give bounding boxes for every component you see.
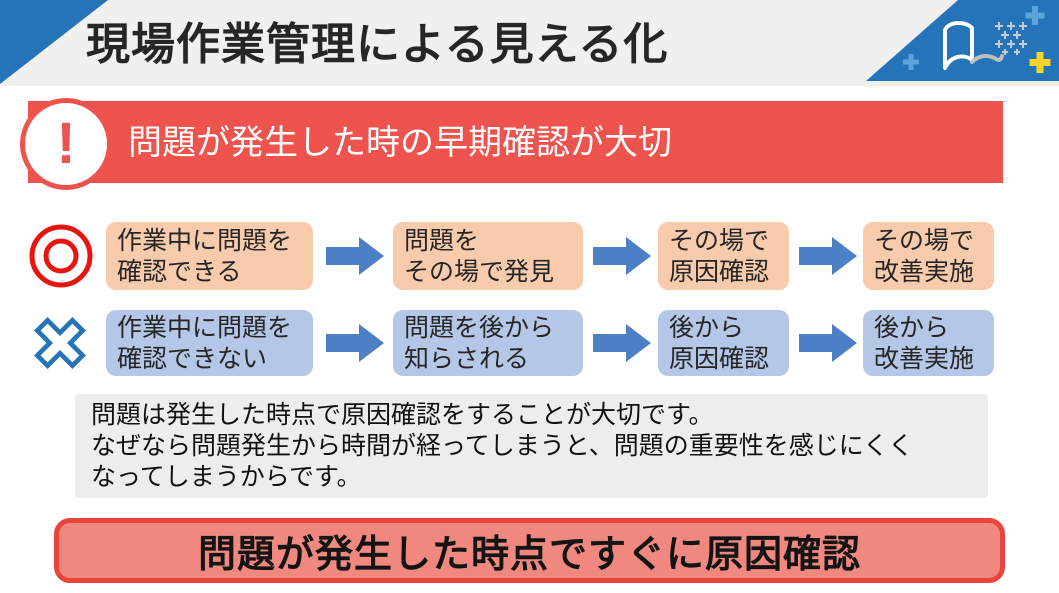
page-title: 現場作業管理による見える化 — [86, 20, 669, 69]
cross-icon — [34, 317, 86, 369]
conclusion-text: 問題が発生した時点ですぐに原因確認 — [197, 534, 861, 576]
sparkle-grid-icon — [995, 22, 1027, 55]
arrow-right-icon — [799, 237, 857, 275]
flow-row-bad: 作業中に問題を 確認できない 問題を後から 知らされる 後から 原因確認 後から… — [0, 310, 1059, 376]
flow-step: 後から 原因確認 — [658, 310, 789, 376]
flow-step: 後から 改善実施 — [863, 310, 994, 376]
alert-banner: 問題が発生した時の早期確認が大切 ! — [20, 98, 1003, 190]
header: 現場作業管理による見える化 — [0, 0, 1059, 86]
flow-step: 作業中に問題を 確認できない — [106, 310, 313, 376]
flow-step: その場で 改善実施 — [863, 222, 994, 290]
flow-row-good: 作業中に問題を 確認できる 問題を その場で発見 その場で 原因確認 その場で … — [0, 222, 1059, 290]
flow-step: 問題を後から 知らされる — [393, 310, 583, 376]
alert-banner-text: 問題が発生した時の早期確認が大切 — [128, 124, 672, 162]
note-line: なぜなら問題発生から時間が経ってしまうと、問題の重要性を感じにくく — [91, 432, 914, 460]
plus-icons — [903, 6, 1051, 73]
book-icon — [866, 0, 1059, 81]
exclamation-icon: ! — [20, 98, 112, 190]
flow-step: 作業中に問題を 確認できる — [106, 222, 313, 290]
flow-step: その場で 原因確認 — [658, 222, 789, 290]
arrow-right-icon — [593, 237, 651, 275]
arrow-right-icon — [799, 324, 857, 362]
arrow-right-icon — [593, 324, 651, 362]
double-circle-icon — [29, 224, 93, 288]
conclusion-banner: 問題が発生した時点ですぐに原因確認 — [54, 518, 1005, 583]
note-line: 問題は発生した時点で原因確認をすることが大切です。 — [91, 401, 714, 429]
note-line: なってしまうからです。 — [91, 463, 362, 491]
note-box: 問題は発生した時点で原因確認をすることが大切です。 なぜなら問題発生から時間が経… — [75, 394, 988, 498]
arrow-right-icon — [326, 324, 384, 362]
flow-step: 問題を その場で発見 — [393, 222, 583, 290]
arrow-right-icon — [326, 237, 384, 275]
